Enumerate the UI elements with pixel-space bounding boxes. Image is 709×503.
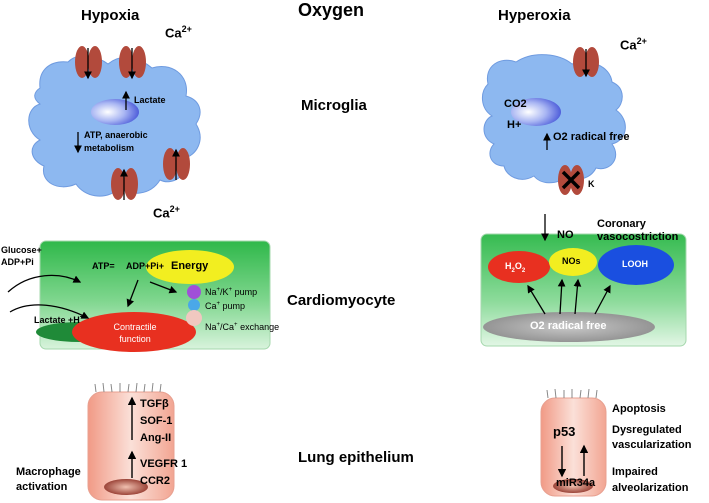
k-label: K <box>588 179 595 189</box>
h2o2-label: H2O2 <box>505 261 526 274</box>
looh-ellipse <box>598 245 674 285</box>
nos-label: NOs <box>562 256 581 266</box>
radical-arrow-nos-a <box>557 278 566 315</box>
radical-ellipse <box>483 312 655 342</box>
hyperoxia-lung-nucleus <box>553 479 593 493</box>
hypoxia-cilia <box>94 382 162 393</box>
ca-pump-icon <box>188 299 200 311</box>
outcome-label: Dysregulated <box>612 424 682 436</box>
contractile-label: function <box>119 334 151 344</box>
ca-pump-label: Ca+ pump <box>205 301 246 311</box>
hypoxia-ion-channel <box>111 168 138 200</box>
contractile-label: Contractile <box>113 322 157 332</box>
na-ca-exchange-label: Na+/Ca+ exchange <box>205 322 280 332</box>
energy-ellipse <box>146 250 234 284</box>
microglia-label: Microglia <box>301 97 367 114</box>
hyperoxia-nucleus <box>511 98 561 126</box>
coronary-label: vasocostriction <box>597 231 679 243</box>
oxygen-title: Oxygen <box>298 0 365 20</box>
coronary-label: Coronary <box>597 218 646 230</box>
h-plus-label: H+ <box>507 119 522 131</box>
lactate-arrow <box>9 304 90 319</box>
na-k-pump-icon <box>187 285 201 299</box>
calcium-label: Ca2+ <box>620 36 647 53</box>
hyperoxia-cilia <box>546 388 598 399</box>
atp-equals-label: ATP= <box>92 261 115 271</box>
lung-epithelium-label: Lung epithelium <box>298 449 414 466</box>
radical-free-label: O2 radical free <box>530 320 607 332</box>
radical-arrow-looh <box>594 284 611 315</box>
marker-label: CCR2 <box>140 475 170 487</box>
outcome-label: Impaired <box>612 466 658 478</box>
lactate-h-label: Lactate +H+ <box>34 314 84 325</box>
outcome-label: vascularization <box>612 439 692 451</box>
marker-label: VEGFR 1 <box>140 458 188 470</box>
lactate-label: Lactate <box>134 95 166 105</box>
macrophage-label: activation <box>16 481 68 493</box>
glucose-arrow <box>7 274 82 293</box>
hyperoxia-ion-channel <box>573 47 599 78</box>
cardiomyocyte-label: Cardiomyocyte <box>287 292 396 309</box>
hyperoxia-label: Hyperoxia <box>498 7 571 24</box>
atp-label: ATP, anaerobic <box>84 130 148 140</box>
hypoxia-lung-nucleus <box>104 479 148 495</box>
marker-label: Ang-II <box>140 432 172 444</box>
glucose-label: Glucose+ <box>1 245 42 255</box>
pump-arrow <box>149 281 178 294</box>
hypoxia-ion-channel <box>75 46 102 80</box>
na-ca-exchanger-icon <box>186 310 202 326</box>
adp-pi-label: ADP+Pi+ <box>126 261 165 271</box>
hypoxia-ion-channel <box>119 46 146 80</box>
outcome-label: alveolarization <box>612 482 689 494</box>
glucose-label: ADP+Pi <box>1 257 34 267</box>
hyperoxia-lung-cell <box>540 397 607 497</box>
looh-label: LOOH <box>622 259 648 269</box>
no-label: NO <box>557 229 574 241</box>
energy-label: Energy <box>171 260 209 272</box>
macrophage-label: Macrophage <box>16 466 81 478</box>
calcium-label: Ca2+ <box>165 24 192 41</box>
hypoxia-ion-channel <box>163 148 190 180</box>
p53-label: p53 <box>553 424 576 439</box>
na-k-pump-label: Na+/K+ pump <box>205 287 258 297</box>
hypoxia-label: Hypoxia <box>81 7 140 24</box>
calcium-label: Ca2+ <box>153 204 180 221</box>
outcome-label: Apoptosis <box>612 403 666 415</box>
atp-to-contractile-arrow <box>126 279 139 308</box>
radical-label: O2 radical free <box>553 131 630 143</box>
marker-label: TGFβ <box>140 398 169 410</box>
mir34a-label: miR34a <box>556 477 596 489</box>
atp-label: metabolism <box>84 143 135 153</box>
marker-label: SOF-1 <box>140 415 173 427</box>
radical-arrow-nos-b <box>573 278 582 315</box>
co2-label: CO2 <box>504 98 527 110</box>
h2o2-ellipse <box>488 251 550 283</box>
hypoxia-lung-cell <box>87 391 175 501</box>
contractile-function-ellipse <box>72 312 196 352</box>
blocked-k-channel <box>558 165 584 195</box>
radical-arrow-h2o2 <box>527 284 546 315</box>
nos-ellipse <box>549 248 597 276</box>
hypoxia-nucleus <box>91 99 139 125</box>
